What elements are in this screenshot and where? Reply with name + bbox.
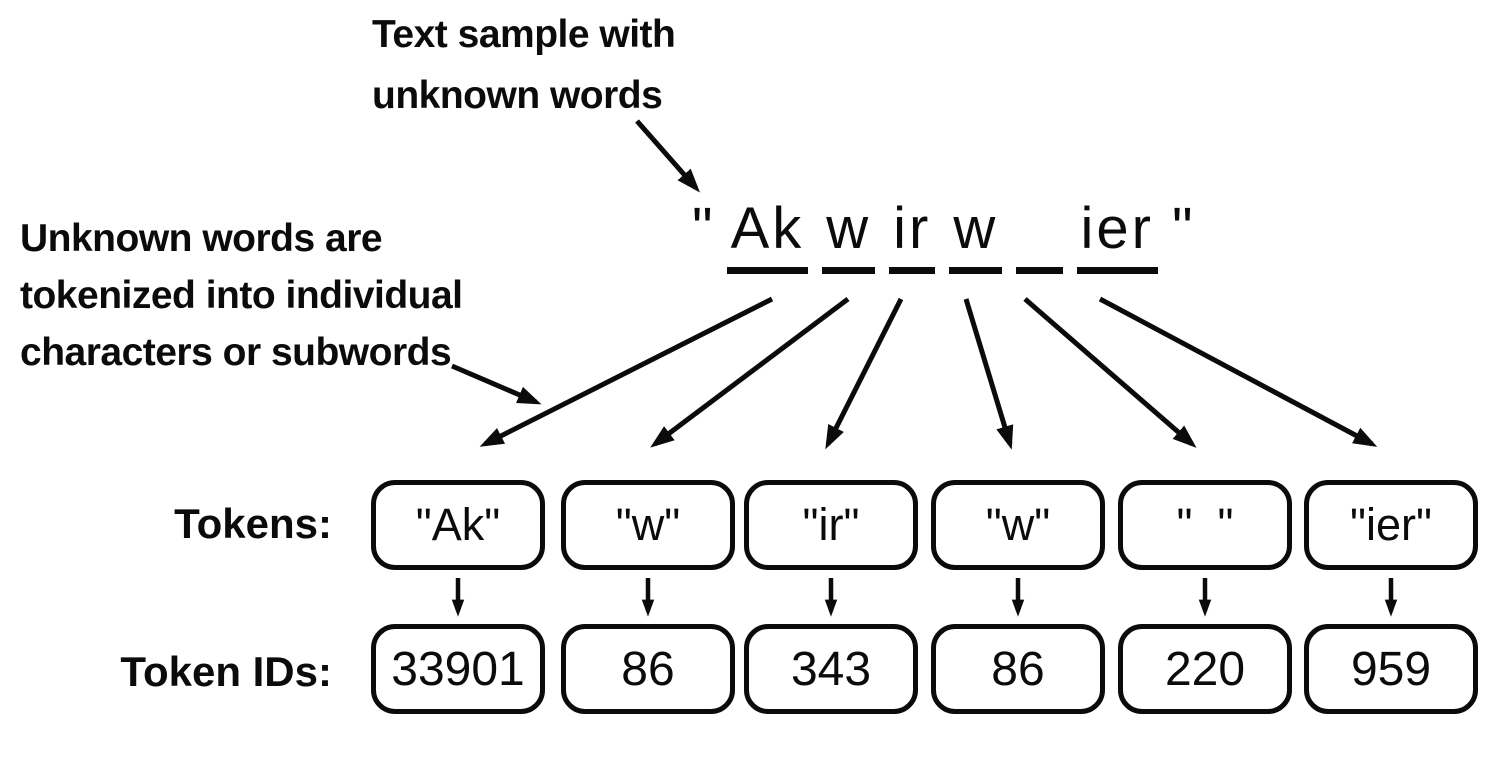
- arrow-sample-to-token-1: [479, 296, 774, 447]
- arrow-sample-to-token-5: [1023, 297, 1197, 448]
- top-annotation: Text sample with unknown words: [372, 4, 676, 126]
- token-id-box-6: 959: [1304, 624, 1478, 714]
- arrow-left-annotation: [451, 363, 542, 405]
- token-id-box-1-value: 33901: [391, 642, 525, 696]
- token-id-box-1: 33901: [371, 624, 545, 714]
- left-annotation: Unknown words are tokenized into individ…: [20, 210, 463, 381]
- token-box-3: "ir": [744, 480, 918, 570]
- token-box-3-label: "ir": [802, 499, 860, 550]
- token-id-box-3: 343: [744, 624, 918, 714]
- token-box-5-label: " ": [1176, 499, 1234, 550]
- sample-close-quote: ": [1171, 196, 1193, 261]
- token-box-6-label: "ier": [1350, 499, 1432, 550]
- token-id-box-4: 86: [931, 624, 1105, 714]
- text-sample: " Ak w ir w ier ": [692, 196, 1193, 274]
- arrow-sample-to-token-6: [1098, 296, 1378, 447]
- token-id-box-3-value: 343: [790, 642, 872, 696]
- tokens-row-label: Tokens:: [174, 500, 332, 547]
- token-box-4: "w": [931, 480, 1105, 570]
- token-id-box-5: 220: [1118, 624, 1292, 714]
- sample-segment-2: w: [822, 196, 876, 274]
- sample-segment-1: Ak: [726, 196, 809, 274]
- sample-open-quote: ": [692, 196, 713, 261]
- top-annotation-line-2: unknown words: [372, 74, 663, 117]
- left-annotation-line-1: Unknown words are: [20, 217, 383, 260]
- top-annotation-line-1: Text sample with: [372, 13, 676, 56]
- token-box-1-label: "Ak": [415, 499, 501, 550]
- token-id-box-2-value: 86: [621, 642, 675, 696]
- sample-segment-6: ier: [1076, 196, 1158, 274]
- sample-segment-3: ir: [889, 196, 936, 274]
- token-id-box-6-value: 959: [1350, 642, 1432, 696]
- token-id-box-4-value: 86: [991, 642, 1045, 696]
- token-ids-row-label: Token IDs:: [120, 648, 332, 695]
- token-box-2-label: "w": [615, 499, 681, 550]
- token-box-4-label: "w": [985, 499, 1051, 550]
- arrow-top-annotation: [635, 119, 700, 193]
- token-box-2: "w": [561, 480, 735, 570]
- token-id-box-5-value: 220: [1164, 642, 1246, 696]
- sample-segment-5-space: [1016, 196, 1063, 274]
- arrow-sample-to-token-4: [963, 298, 1014, 450]
- left-annotation-line-2: tokenized into individual: [20, 274, 463, 317]
- token-box-1: "Ak": [371, 480, 545, 570]
- token-id-box-2: 86: [561, 624, 735, 714]
- arrow-sample-to-token-3: [825, 297, 904, 450]
- arrow-sample-to-token-2: [650, 297, 850, 448]
- token-box-6: "ier": [1304, 480, 1478, 570]
- sample-segment-4: w: [949, 196, 1003, 274]
- token-box-5: " ": [1118, 480, 1292, 570]
- left-annotation-line-3: characters or subwords: [20, 331, 452, 374]
